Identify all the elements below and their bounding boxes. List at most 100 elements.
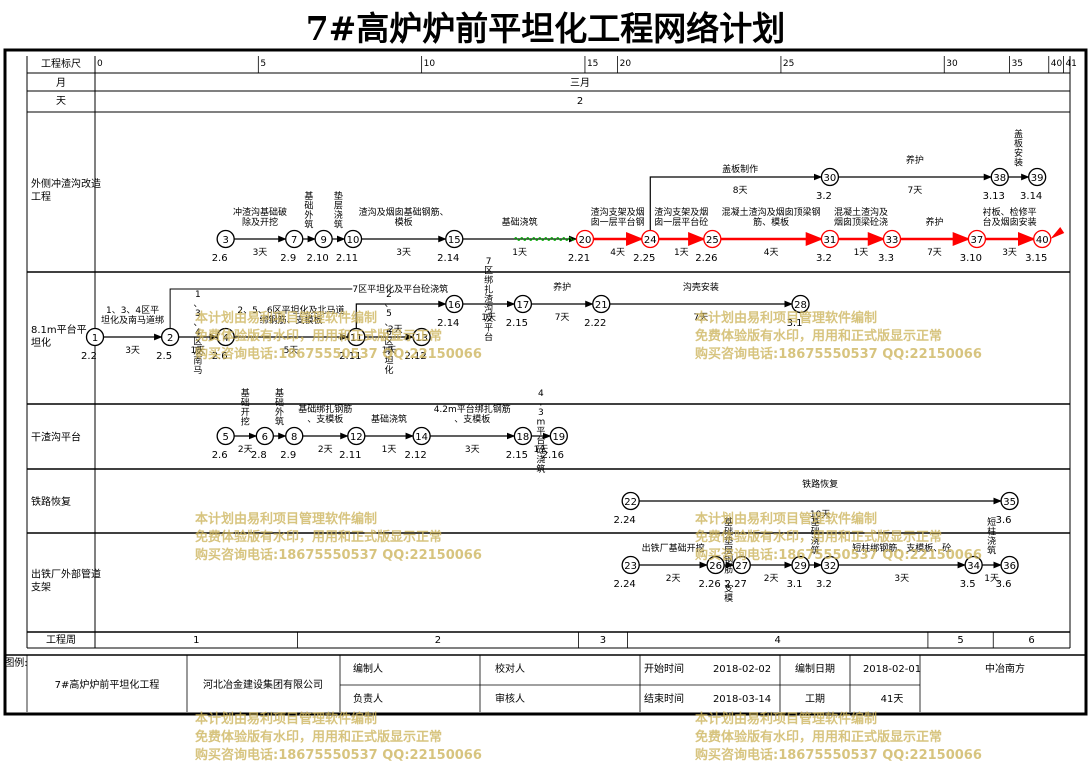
lane-label: 干渣沟平台	[31, 431, 81, 444]
event-node	[412, 327, 431, 347]
event-node-date: 2.11	[339, 450, 361, 461]
activity-duration: 3天	[253, 248, 268, 258]
activity-label: 混凝土渣沟及烟囱顶梁钢筋、模板	[722, 206, 821, 228]
event-node-date: 3.15	[1025, 253, 1047, 264]
activity-label: 基础绑扎钢筋、支模板	[298, 403, 352, 425]
activity-duration: 1天	[382, 445, 397, 455]
month-label: 月	[56, 77, 66, 89]
event-node-date: 2.12	[405, 351, 427, 362]
event-node-number: 23	[624, 561, 637, 572]
activity-label: 基础浇筑	[371, 413, 407, 425]
event-node	[592, 294, 611, 314]
activity-label: 短柱绑钢筋、支模板、砼	[852, 542, 951, 554]
activity-duration: 7天	[694, 313, 709, 323]
lane-label: 8.1m平台平坦化	[31, 323, 87, 349]
ruler-tick-label: 40	[1051, 59, 1063, 69]
event-node	[791, 555, 810, 575]
event-node-number: 9	[320, 235, 326, 246]
event-node	[575, 229, 595, 249]
activity-duration: 1天	[191, 346, 206, 356]
event-node-date: 2.11	[339, 351, 361, 362]
event-node-number: 14	[415, 432, 428, 443]
event-node-date: 3.3	[878, 253, 894, 264]
event-node	[732, 555, 751, 575]
zone7-label: 7区平坦化及平台砼浇筑	[352, 283, 448, 295]
footer-company: 河北冶金建设集团有限公司	[203, 678, 323, 691]
event-node-date: 3.1	[787, 318, 803, 329]
event-node	[216, 327, 235, 347]
ruler-tick-label: 41	[1065, 59, 1076, 69]
week-number: 4	[774, 635, 780, 646]
footer-date-value: 2018-02-01	[863, 664, 921, 675]
event-node	[820, 167, 840, 187]
event-node	[255, 426, 274, 446]
event-node	[621, 555, 640, 575]
footer-client: 中冶南方	[985, 662, 1025, 675]
event-node	[641, 229, 660, 249]
event-node	[621, 491, 640, 511]
activity-duration: 1天	[674, 248, 689, 258]
activity-duration: 4天	[764, 248, 779, 258]
week-number: 5	[957, 635, 963, 646]
event-node-date: 2.11	[336, 253, 358, 264]
event-node-date: 2.21	[568, 253, 590, 264]
event-node-number: 12	[350, 432, 363, 443]
event-node-date: 2.14	[437, 253, 459, 264]
event-node-date: 3.13	[983, 191, 1005, 202]
event-node	[820, 555, 840, 575]
event-node-date: 2.8	[251, 450, 267, 461]
event-node-date: 2.14	[437, 318, 459, 329]
activity-duration: 2天	[764, 574, 779, 584]
event-node	[820, 229, 840, 249]
slab-duration: 8天	[733, 186, 748, 196]
week-number: 6	[1028, 635, 1034, 646]
activity-label: 4.2m平台绑扎钢筋、支模板	[434, 403, 511, 425]
event-node	[216, 426, 235, 446]
footer-checker-label: 校对人	[495, 662, 525, 675]
event-node-number: 37	[971, 235, 984, 246]
event-node-date: 2.9	[280, 450, 296, 461]
lane-label: 外侧冲渣沟改造工程	[31, 177, 101, 203]
activity-label: 基础浇筑	[502, 216, 538, 228]
activity-label: 垫层浇筑	[334, 190, 343, 231]
event-node-number: 40	[1036, 235, 1049, 246]
event-node-date: 3.2	[816, 191, 832, 202]
footer-duration-label: 工期	[805, 693, 825, 705]
activity-label: 衬板、检修平台及烟囱安装	[983, 206, 1037, 228]
activity-label: 出铁厂基础开挖	[642, 542, 705, 554]
event-node-date: 2.26	[695, 253, 717, 264]
ruler-tick-label: 15	[587, 59, 598, 69]
footer-duration-value: 41天	[881, 694, 904, 705]
event-node-number: 10	[347, 235, 360, 246]
event-node-date: 2.5	[156, 351, 172, 362]
footer-end-label: 结束时间	[644, 692, 684, 705]
activity-label: 渣沟支架及烟囱一层平台钢	[591, 206, 645, 228]
legend-label: 图例:	[4, 656, 27, 669]
activity-duration: 3天	[465, 445, 480, 455]
lane-label: 铁路恢复	[31, 495, 71, 508]
event-node	[882, 229, 902, 249]
footer-owner-label: 负责人	[353, 692, 383, 705]
activity-duration: 4天	[610, 248, 625, 258]
frame-border	[3, 48, 1088, 716]
event-node-number: 36	[1003, 561, 1016, 572]
activity-duration: 3天	[894, 574, 909, 584]
week-label: 工程周	[46, 634, 76, 646]
event-node-number: 13	[415, 333, 428, 344]
zone-branch-line	[169, 288, 353, 329]
event-node	[791, 294, 810, 314]
event-node-number: 2	[167, 333, 173, 344]
ruler-tick-label: 5	[260, 59, 266, 69]
event-node	[513, 294, 533, 314]
event-node	[285, 426, 304, 446]
activity-label: 养护	[925, 216, 943, 228]
event-node-number: 38	[993, 173, 1006, 184]
event-node-date: 3.2	[816, 579, 832, 590]
activity-label: 基础外筑	[304, 190, 313, 231]
event-node-date: 3.14	[1020, 191, 1042, 202]
event-node-date: 3.6	[996, 579, 1012, 590]
event-node-date: 2.6	[212, 253, 228, 264]
ruler-tick-label: 20	[620, 59, 632, 69]
